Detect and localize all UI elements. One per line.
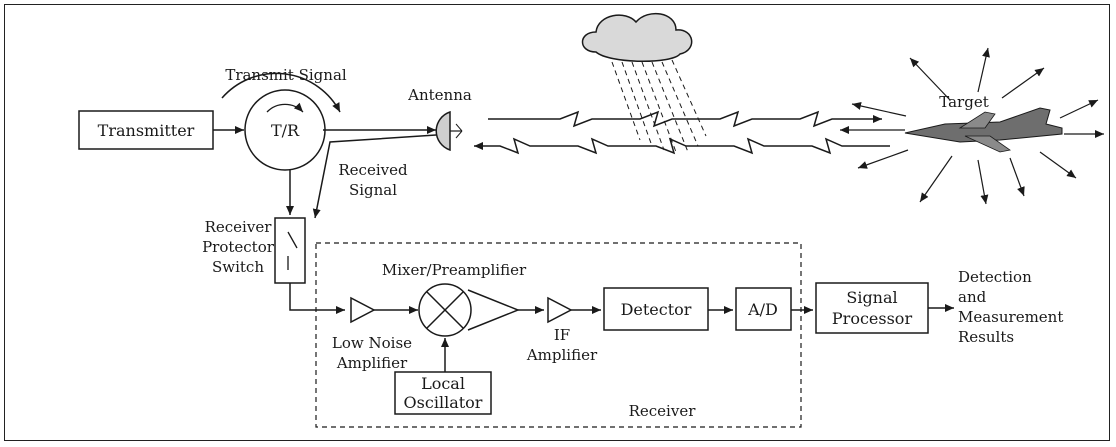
signal-processor-line2: Processor [832,309,913,328]
protector-switch-line1: Receiver [205,218,273,236]
antenna-label: Antenna [407,86,472,104]
scatter-arrows [851,47,1104,205]
local-oscillator-line1: Local [421,374,465,393]
ad-converter-block: A/D [735,287,792,331]
results-line4: Results [958,328,1014,346]
mixer [418,283,521,337]
protector-switch-line2: Protector [202,238,275,256]
local-oscillator-line2: Oscillator [404,393,483,412]
results-line3: Measurement [958,308,1063,326]
rain-cloud [581,12,707,153]
protector-switch-line3: Switch [212,258,264,276]
received-signal-line1: Received [338,161,408,179]
protector-to-lna-arrow [289,283,345,314]
received-signal-line2: Signal [349,181,397,199]
transmitter-block: Transmitter [78,110,214,150]
tr-inner-arc-arrow [266,102,304,113]
tr-switch: T/R [244,89,326,171]
receiver-label: Receiver [629,402,697,420]
results-line1: Detection [958,268,1032,286]
ad-label: A/D [747,300,778,319]
figure-frame [4,4,1110,441]
detector-block: Detector [603,287,709,331]
if-amplifier [547,296,573,324]
lna-line2: Amplifier [336,354,408,372]
transmit-signal-label: Transmit Signal [225,66,347,84]
if-amp-line2: Amplifier [526,346,598,364]
receiver-group-box [315,242,802,428]
lna-line1: Low Noise [332,334,412,352]
signal-processor-line1: Signal [846,288,897,307]
detector-label: Detector [621,300,692,319]
if-amp-line1: IF [554,326,570,344]
antenna-dish [435,110,463,152]
signal-processor-block: Signal Processor [815,282,929,334]
target-label: Target [939,93,988,111]
local-oscillator-block: Local Oscillator [394,371,492,415]
mixer-preamplifier-label: Mixer/Preamplifier [382,261,527,279]
echo-wave-arrow [474,137,890,155]
receiver-protector-switch [274,217,306,284]
results-line2: and [958,288,987,306]
rain-streaks [611,59,707,153]
transmitter-label: Transmitter [98,121,195,140]
transmit-signal-arc-arrow [221,72,341,113]
target-aircraft [904,107,1063,153]
transmitted-wave-arrow [488,110,882,128]
tr-label: T/R [271,121,300,140]
received-signal-arrow [312,134,437,219]
low-noise-amplifier [350,296,376,324]
